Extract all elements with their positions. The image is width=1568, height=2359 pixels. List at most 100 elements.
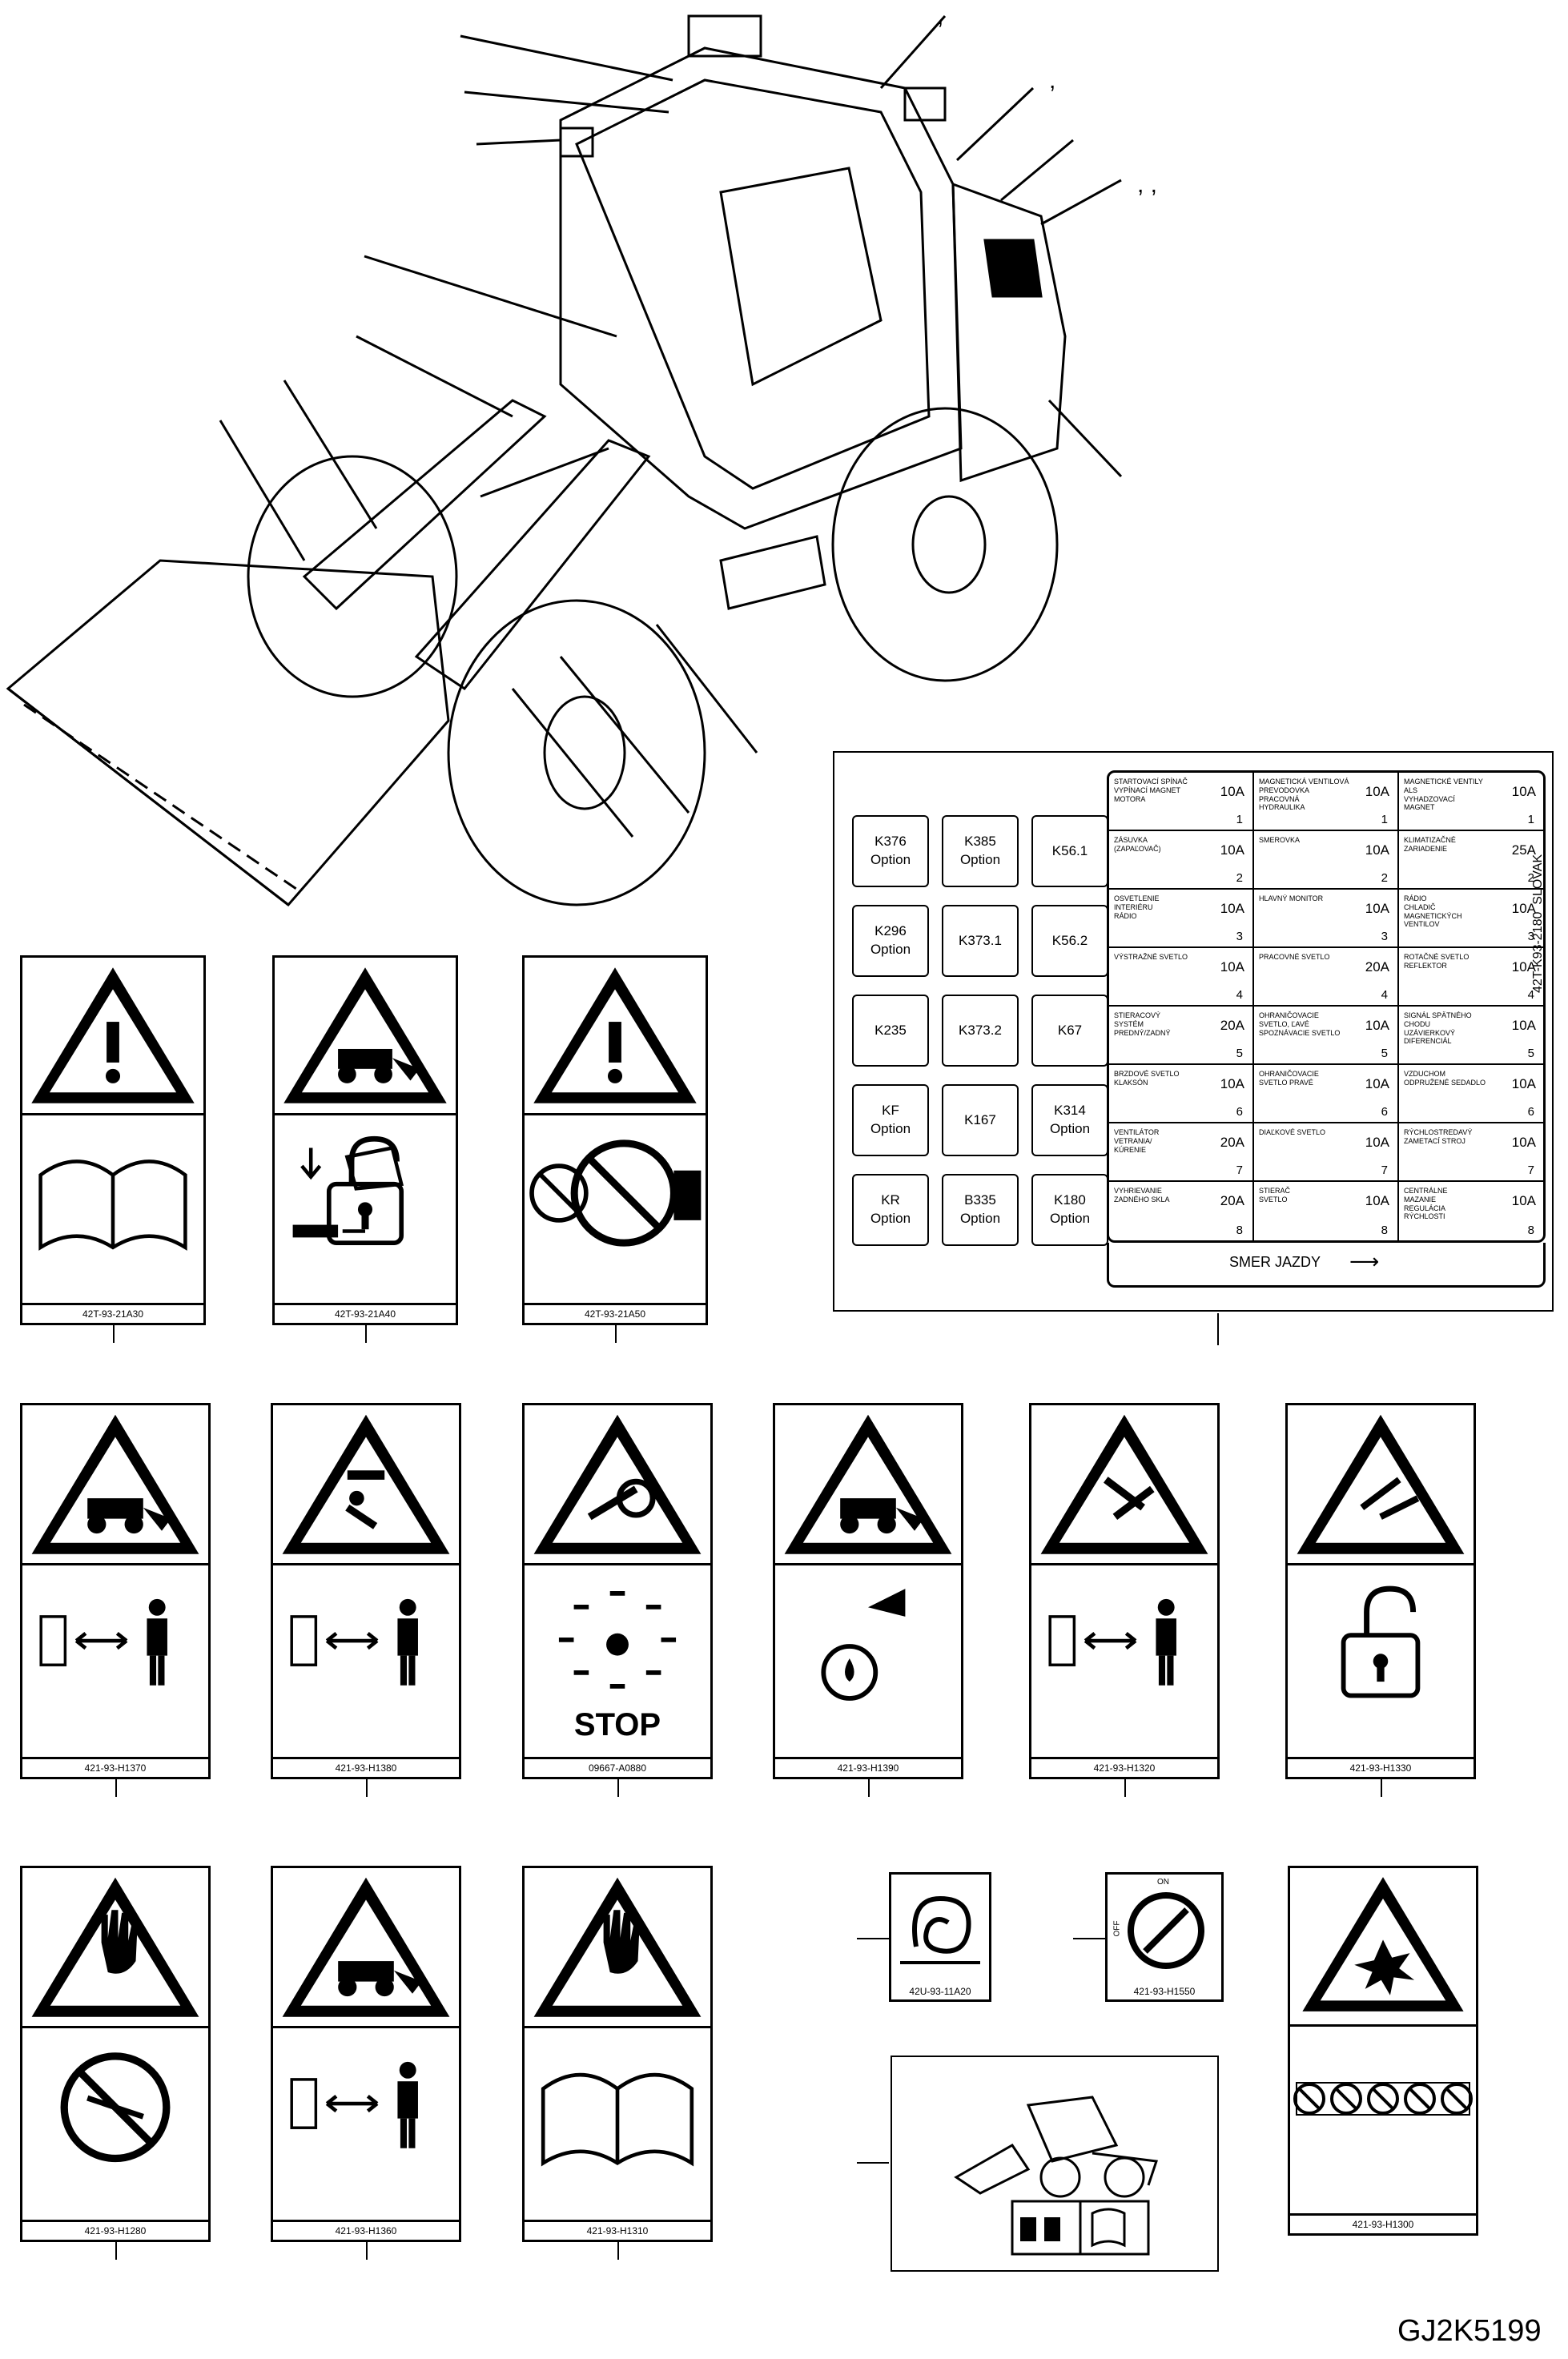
fuse-name: ZÁSUVKA (ZAPAĽOVAČ) xyxy=(1114,836,1161,853)
fuse-number: 2 xyxy=(1381,871,1388,885)
fuse-number: 4 xyxy=(1236,988,1243,1002)
label-code: 421-93-H1380 xyxy=(273,1757,459,1774)
fuse-amperage: 10A xyxy=(1511,1135,1536,1150)
pictogram-icon xyxy=(1048,1599,1176,1686)
label-divider xyxy=(273,1563,459,1566)
pictogram-icon xyxy=(541,2073,694,2167)
leader-line xyxy=(868,1779,870,1797)
fuse-amperage: 10A xyxy=(1511,959,1536,975)
fuse-name: CENTRÁLNE MAZANIE REGULÁCIA RÝCHLOSTI xyxy=(1404,1187,1448,1221)
fuse-cell: SIGNÁL SPÄTNÉHO CHODU UZÁVIERKOVÝ DIFERE… xyxy=(1399,1007,1544,1065)
label-divider xyxy=(275,1113,456,1116)
fuse-name: OSVETLENIE INTERIÉRU RÁDIO xyxy=(1114,894,1160,920)
label-code: 421-93-H1330 xyxy=(1288,1757,1474,1774)
rotary-switch-icon xyxy=(1128,1892,1204,1969)
safety-label-small: 42U-93-11A20 xyxy=(889,1872,991,2002)
label-code: 421-93-H1360 xyxy=(273,2220,459,2236)
safety-label: 421-93-H1360 xyxy=(271,1866,461,2242)
label-divider xyxy=(22,1563,208,1566)
explosion-warning-label: 421-93-H1300 xyxy=(1288,1866,1478,2236)
fuse-amperage: 10A xyxy=(1511,784,1536,799)
diagram-code: GJ2K5199 xyxy=(1397,2314,1542,2348)
pictogram-icon xyxy=(821,1589,906,1702)
fuse-number: 6 xyxy=(1381,1105,1388,1119)
fuse-amperage: 20A xyxy=(1220,1193,1244,1208)
pictogram-icon xyxy=(290,2062,418,2149)
safety-label: 42T-93-21A50 xyxy=(522,955,708,1325)
pictogram-icon xyxy=(1341,1586,1421,1698)
warning-triangle-icon xyxy=(283,967,447,1103)
relay-cell: B335 Option xyxy=(942,1174,1019,1246)
safety-label: 421-93-H1380 xyxy=(271,1403,461,1779)
explosion-warning-icon xyxy=(1302,1877,1464,2011)
fuse-number: 4 xyxy=(1527,988,1534,1002)
fuse-name: VÝSTRAŽNÉ SVETLO xyxy=(1114,953,1188,961)
fuse-name: RÝCHLOSTREDAVÝ ZAMETACÍ STROJ xyxy=(1404,1128,1473,1145)
direction-text: SMER JAZDY xyxy=(1229,1254,1321,1270)
label-divider xyxy=(1031,1563,1217,1566)
fuse-name: DIAĽKOVÉ SVETLO xyxy=(1259,1128,1326,1136)
fuse-name: SIGNÁL SPÄTNÉHO CHODU UZÁVIERKOVÝ DIFERE… xyxy=(1404,1011,1472,1046)
warning-triangle-icon xyxy=(1297,1414,1465,1554)
safety-label: 421-93-H1320 xyxy=(1029,1403,1220,1779)
label-divider xyxy=(1288,1563,1474,1566)
leader-line xyxy=(857,2162,889,2164)
relay-cell: K167 xyxy=(942,1084,1019,1156)
fuse-cell: MAGNETICKÁ VENTILOVÁ PREVODOVKA PRACOVNÁ… xyxy=(1254,773,1399,831)
relay-cell: K56.2 xyxy=(1031,905,1108,977)
fuse-name: MAGNETICKÁ VENTILOVÁ PREVODOVKA PRACOVNÁ… xyxy=(1259,778,1349,812)
label-code: 421-93-H1370 xyxy=(22,1757,208,1774)
fuse-name: KLIMATIZAČNÉ ZARIADENIE xyxy=(1404,836,1456,853)
label-code: 42T-93-21A30 xyxy=(22,1303,203,1320)
leader-line xyxy=(365,1325,367,1343)
safety-label: 42T-93-21A40 xyxy=(272,955,458,1325)
fuse-number: 5 xyxy=(1527,1047,1534,1060)
label-divider xyxy=(525,1113,706,1116)
fuse-name: ROTAČNÉ SVETLO REFLEKTOR xyxy=(1404,953,1469,970)
pictogram-icon xyxy=(290,1599,418,1686)
fuse-cell: STARTOVACÍ SPÍNAČ VYPÍNACÍ MAGNET MOTORA… xyxy=(1109,773,1254,831)
fuse-amperage: 10A xyxy=(1220,959,1244,975)
fuse-number: 8 xyxy=(1236,1224,1243,1237)
fuse-name: BRZDOVÉ SVETLO KLAKSÓN xyxy=(1114,1070,1180,1087)
warning-triangle-icon xyxy=(533,1877,702,2017)
label-code: 42T-93-21A50 xyxy=(525,1303,706,1320)
fuse-number: 3 xyxy=(1381,930,1388,943)
fuse-name: STARTOVACÍ SPÍNAČ VYPÍNACÍ MAGNET MOTORA xyxy=(1114,778,1188,803)
label-divider xyxy=(525,2026,710,2029)
fuse-name: RÁDIO CHLADIČ MAGNETICKÝCH VENTILOV xyxy=(1404,894,1462,929)
fuse-cell: MAGNETICKÉ VENTILY ALS VYHADZOVACÍ MAGNE… xyxy=(1399,773,1544,831)
relay-cell: K235 xyxy=(852,995,929,1067)
fuse-cell: VÝSTRAŽNÉ SVETLO 10A 4 xyxy=(1109,948,1254,1007)
fuse-name: OHRANIČOVACIE SVETLO PRAVÉ xyxy=(1259,1070,1319,1087)
label-code: 42T-93-21A40 xyxy=(275,1303,456,1320)
leader-line xyxy=(857,1938,889,1939)
fuse-number: 3 xyxy=(1527,930,1534,943)
pictogram-icon xyxy=(529,1139,702,1247)
relay-cell: KF Option xyxy=(852,1084,929,1156)
label-divider xyxy=(525,1563,710,1566)
svg-text:, ,: , , xyxy=(1137,171,1157,198)
fuse-number: 5 xyxy=(1236,1047,1243,1060)
leader-line xyxy=(617,1779,619,1797)
fuse-cell: STIERACOVÝ SYSTÉM PREDNÝ/ZADNÝ 20A 5 xyxy=(1109,1007,1254,1065)
fuse-amperage: 25A xyxy=(1511,842,1536,858)
fuse-name: HLAVNÝ MONITOR xyxy=(1259,894,1324,902)
leader-line xyxy=(115,2242,117,2260)
fuse-number: 1 xyxy=(1381,813,1388,826)
relay-cell: K67 xyxy=(1031,995,1108,1067)
leader-line xyxy=(113,1325,115,1343)
fuse-name: STIERACOVÝ SYSTÉM PREDNÝ/ZADNÝ xyxy=(1114,1011,1171,1037)
fuse-number: 2 xyxy=(1236,871,1243,885)
fuse-amperage: 20A xyxy=(1220,1135,1244,1150)
leader-line xyxy=(1124,1779,1126,1797)
label-code: 42U-93-11A20 xyxy=(909,1986,971,1997)
fuse-amperage: 20A xyxy=(1220,1018,1244,1033)
